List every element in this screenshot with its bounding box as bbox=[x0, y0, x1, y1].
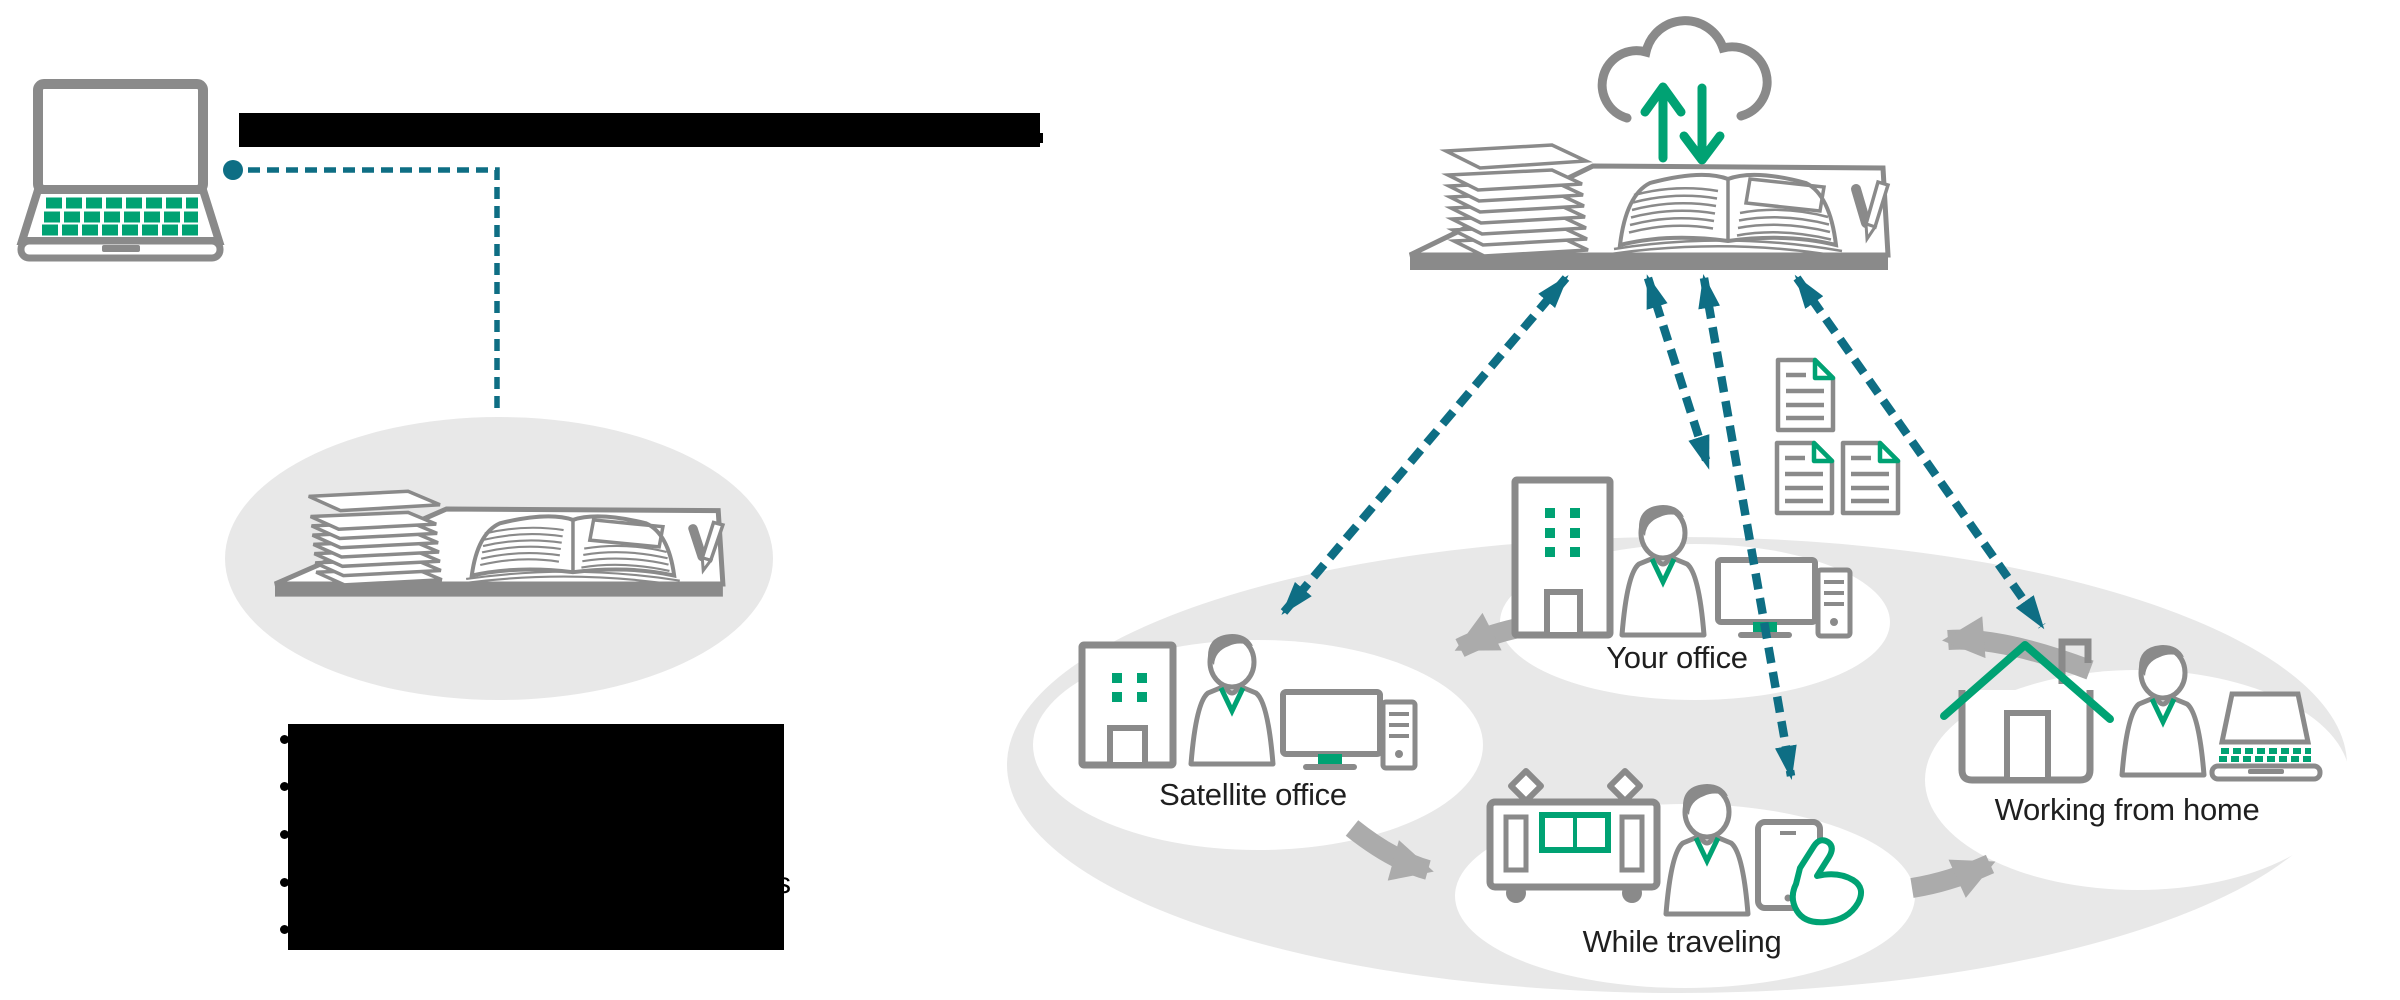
cycle-arrow-to-home-icon bbox=[1910, 854, 1996, 898]
tapping-hand-icon bbox=[1789, 837, 1865, 926]
document-icon bbox=[1843, 443, 1898, 513]
satellite-worker-icon bbox=[1191, 634, 1273, 764]
house-icon bbox=[1940, 638, 2114, 784]
document-icon bbox=[1777, 443, 1832, 513]
sync-link-while-traveling bbox=[1698, 274, 1797, 780]
cloud-shared-desk-icon bbox=[1410, 145, 1888, 270]
redacted-list-visible-tail: s bbox=[776, 867, 791, 900]
home-worker-icon bbox=[2122, 645, 2204, 775]
desktop-computer-icon bbox=[1718, 560, 1850, 638]
home-laptop-icon bbox=[2209, 691, 2323, 782]
list-bullet bbox=[280, 735, 289, 744]
redacted-title-bar bbox=[239, 113, 1040, 147]
satellite-office-group bbox=[1078, 634, 1415, 770]
desktop-computer-icon bbox=[1283, 692, 1415, 770]
sync-link-working-from-home bbox=[1793, 274, 2046, 630]
laptop-to-desk-connector bbox=[223, 160, 500, 413]
while-traveling-group bbox=[1486, 768, 1865, 926]
working-from-home-group bbox=[1940, 638, 2323, 784]
office-worker-icon bbox=[1622, 505, 1704, 635]
sync-link-satellite-office bbox=[1280, 274, 1570, 616]
traveling-worker-icon bbox=[1666, 784, 1748, 914]
working-from-home-label: Working from home bbox=[1994, 792, 2260, 827]
cloud-sync-links bbox=[1280, 274, 2046, 780]
sync-link-your-office bbox=[1643, 274, 1713, 470]
list-bullet bbox=[280, 830, 289, 839]
while-traveling-label: While traveling bbox=[1582, 924, 1782, 959]
redacted-title-tail-mark bbox=[1034, 133, 1043, 143]
connector-dot-icon bbox=[223, 160, 243, 180]
cycle-arrow-to-your-office-icon bbox=[1942, 616, 2094, 680]
list-bullet bbox=[280, 782, 289, 791]
list-bullet bbox=[280, 925, 289, 934]
list-bullet bbox=[280, 878, 289, 887]
cycle-arrow-to-traveling-icon bbox=[1345, 820, 1434, 881]
left-shared-desk-icon bbox=[275, 491, 723, 596]
redacted-list-block bbox=[288, 724, 784, 950]
your-office-label: Your office bbox=[1606, 640, 1748, 675]
document-icon bbox=[1778, 360, 1833, 430]
train-icon bbox=[1486, 768, 1661, 903]
satellite-office-label: Satellite office bbox=[1159, 777, 1347, 812]
laptop-icon bbox=[16, 79, 225, 262]
cloud-sync-icon bbox=[1597, 16, 1772, 165]
